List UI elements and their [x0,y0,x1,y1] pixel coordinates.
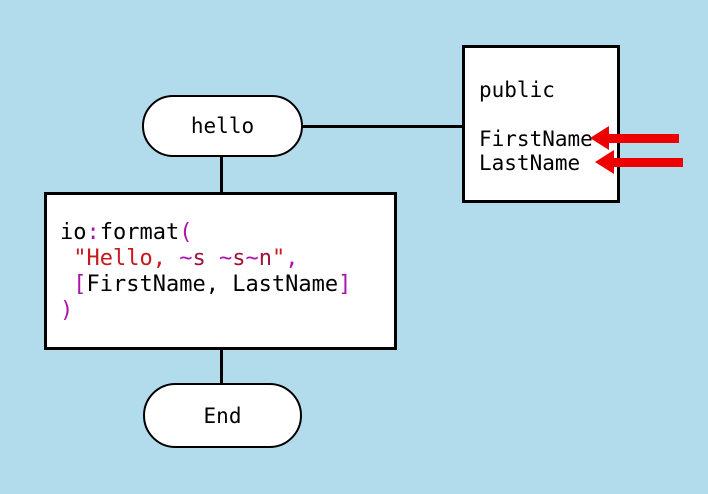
end-node: End [143,383,302,448]
connector-hello-to-code [220,155,223,194]
connector-hello-to-params [302,125,463,128]
code-line: io:format( [60,220,193,245]
param-lastname: LastName [479,151,581,175]
code-line: ) [60,298,74,323]
code-line: "Hello, ~s ~s~n", [73,246,299,271]
visibility-label: public [479,78,555,102]
left-arrow-icon [595,150,614,174]
end-node-label: End [203,403,242,428]
param-firstname: FirstName [479,127,593,151]
params-box: public FirstName LastName [462,45,620,203]
code-block: io:format( "Hello, ~s ~s~n", [FirstName,… [60,220,351,324]
start-node-label: hello [190,114,255,138]
connector-code-to-end [220,347,223,385]
code-node: io:format( "Hello, ~s ~s~n", [FirstName,… [44,192,397,350]
left-arrow-icon [590,126,609,150]
code-line: [FirstName, LastName] [73,272,352,297]
start-node-hello: hello [142,95,303,157]
arrow-shaft [607,134,679,143]
arrow-shaft [612,158,683,167]
